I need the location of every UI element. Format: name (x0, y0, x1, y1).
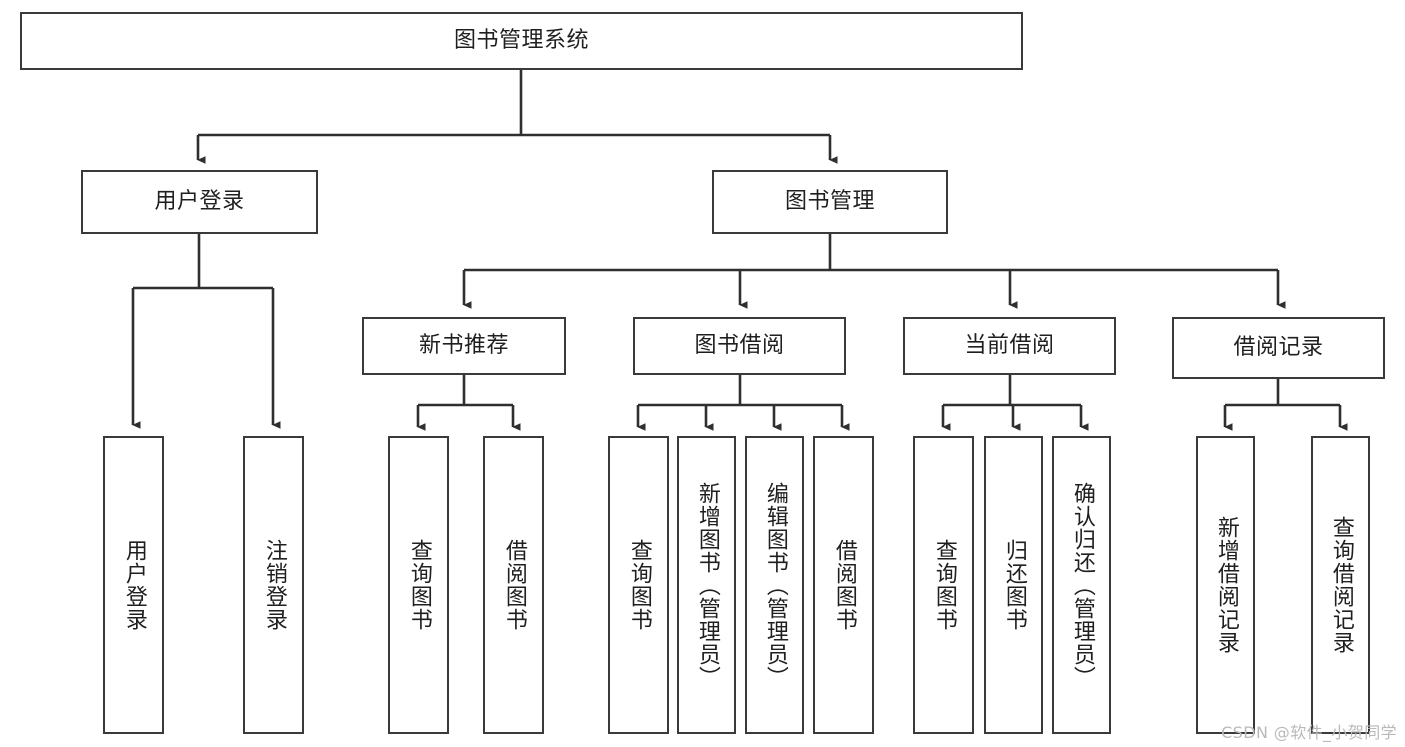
node-user-login[interactable]: 用户登录 (81, 170, 318, 234)
leaf-current-borrow-confirm[interactable]: 确认归还（管理员） (1052, 436, 1111, 734)
node-label: 图书借阅 (694, 333, 785, 359)
node-borrow-record[interactable]: 借阅记录 (1172, 317, 1385, 379)
leaf-book-borrow-query[interactable]: 查询图书 (608, 436, 669, 734)
leaf-borrow-record-add[interactable]: 新增借阅记录 (1196, 436, 1255, 734)
node-label: 用户登录 (121, 539, 147, 631)
node-label: 用户登录 (154, 189, 245, 215)
node-label: 新增借阅记录 (1213, 516, 1239, 654)
leaf-new-book-borrow[interactable]: 借阅图书 (483, 436, 544, 734)
leaf-current-borrow-return[interactable]: 归还图书 (984, 436, 1043, 734)
node-label: 查询图书 (626, 539, 652, 631)
leaf-book-borrow-borrow[interactable]: 借阅图书 (813, 436, 874, 734)
leaf-book-borrow-add[interactable]: 新增图书（管理员） (677, 436, 736, 734)
node-label: 借阅图书 (501, 539, 527, 631)
node-label: 新书推荐 (418, 333, 509, 359)
node-label: 借阅图书 (831, 539, 857, 631)
leaf-current-borrow-query[interactable]: 查询图书 (913, 436, 974, 734)
node-current-borrow[interactable]: 当前借阅 (903, 317, 1116, 375)
node-label: 查询图书 (406, 539, 432, 631)
node-label: 查询借阅记录 (1328, 516, 1354, 654)
node-root-library-system[interactable]: 图书管理系统 (20, 12, 1023, 70)
node-label: 图书管理系统 (453, 28, 589, 54)
leaf-user-login-login[interactable]: 用户登录 (103, 436, 164, 734)
node-label: 注销登录 (261, 539, 287, 631)
leaf-user-login-logout[interactable]: 注销登录 (243, 436, 304, 734)
leaf-borrow-record-query[interactable]: 查询借阅记录 (1311, 436, 1370, 734)
node-label: 借阅记录 (1233, 335, 1324, 361)
node-label: 确认归还（管理员） (1069, 481, 1095, 689)
node-label: 编辑图书（管理员） (762, 481, 788, 689)
node-label: 当前借阅 (964, 333, 1055, 359)
node-label: 图书管理 (784, 189, 875, 215)
node-label: 归还图书 (1001, 539, 1027, 631)
csdn-watermark: CSDN @软件_小贺同学 (1221, 723, 1397, 742)
leaf-new-book-query[interactable]: 查询图书 (388, 436, 449, 734)
node-new-book-recommend[interactable]: 新书推荐 (362, 317, 566, 375)
leaf-book-borrow-edit[interactable]: 编辑图书（管理员） (745, 436, 804, 734)
node-label: 新增图书（管理员） (694, 481, 720, 689)
node-book-borrow[interactable]: 图书借阅 (633, 317, 846, 375)
node-book-management[interactable]: 图书管理 (712, 170, 948, 234)
node-label: 查询图书 (931, 539, 957, 631)
